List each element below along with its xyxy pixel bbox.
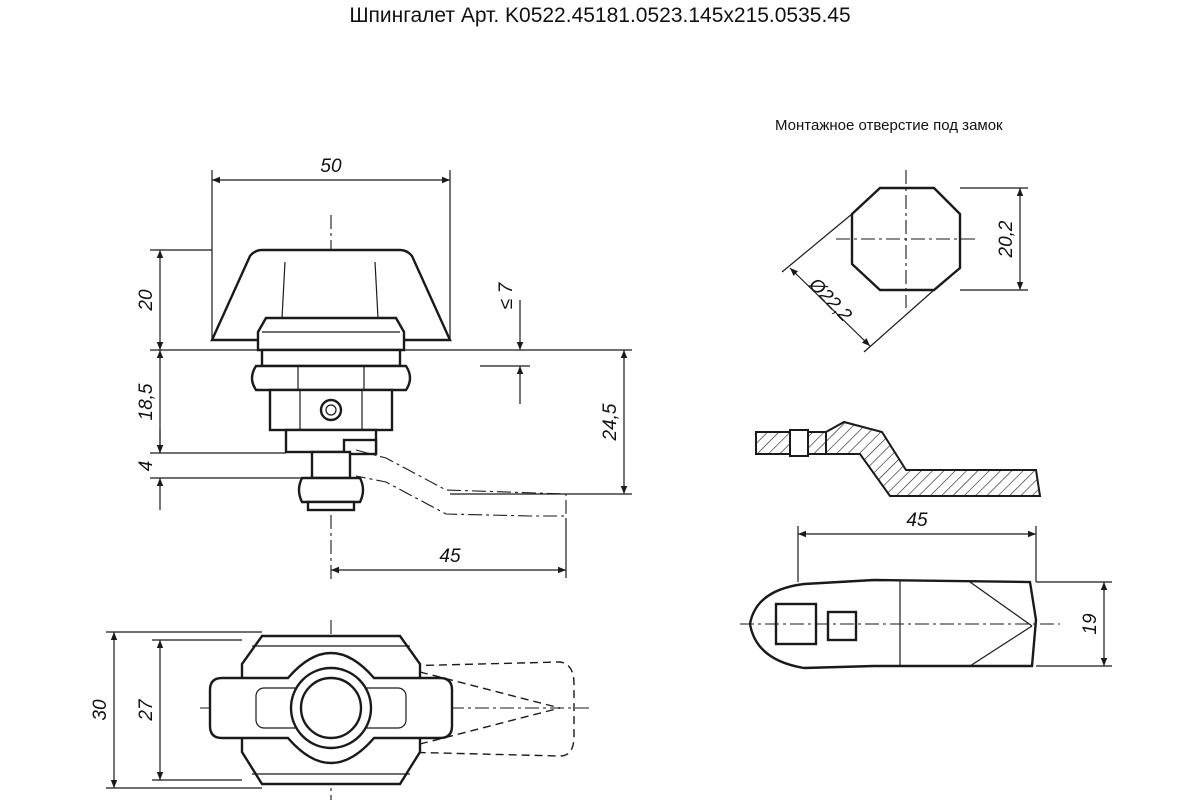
dim-panel-thickness: ≤ 7 [496,281,517,309]
dim-plan-inner-height: 27 [136,698,157,722]
plan-tongue-diag-1 [419,671,561,709]
cam-section-right [825,420,1042,497]
plan-tongue-outline [399,661,575,757]
screw-hole-inner [325,404,337,416]
cam-bevel-2 [969,625,1033,667]
ext-diam-bottom [863,289,935,353]
dim-hole-diameter: Ø22,2 [804,274,856,327]
cam-section-slot [789,429,809,457]
front-view: 50 20 18,5 4 ≤ 7 24,5 45 [136,156,632,580]
screw-hole [319,398,343,422]
dim-front-width: 50 [320,156,342,177]
cam-plan-view: 45 19 [740,510,1112,670]
mounting-hole-caption: Монтажное отверстие под замок [775,117,1003,134]
dim-tongue-length: 45 [439,546,461,567]
tongue-outline [355,449,567,517]
dim-tongue-offset: 4 [136,461,157,472]
dim-total-depth: 24,5 [600,403,621,441]
dim-hole-width: 20,2 [996,220,1017,258]
hex-nut [250,364,412,392]
plan-hub-inner [299,676,363,740]
cam-small-square [826,610,858,642]
cam-side-section [755,420,1042,497]
knob-rib-right [374,261,379,319]
dim-knob-height: 20 [136,289,157,312]
bottom-nut [297,476,365,504]
page-title: Шпингалет Арт. K0522.45181.0523.145x215.… [349,4,851,27]
ext-diam-top [781,213,853,273]
dim-cam-length: 45 [906,510,928,531]
knob-rib-left [281,261,286,319]
neck-step [342,438,378,456]
dim-plan-outer-height: 30 [90,699,111,721]
cam-bevel-1 [969,581,1033,627]
dim-line-diameter [789,267,871,347]
dim-cam-width: 19 [1080,613,1101,635]
mounting-hole-view: 20,2 Ø22,2 [781,170,1028,353]
plan-tongue-diag-2 [419,707,561,745]
spindle [310,450,352,480]
plan-view: 30 27 [90,620,592,800]
knob-collar [256,316,406,352]
flange-plate [260,348,402,368]
bottom-washer [306,500,356,512]
dim-body-height: 18,5 [136,383,157,420]
